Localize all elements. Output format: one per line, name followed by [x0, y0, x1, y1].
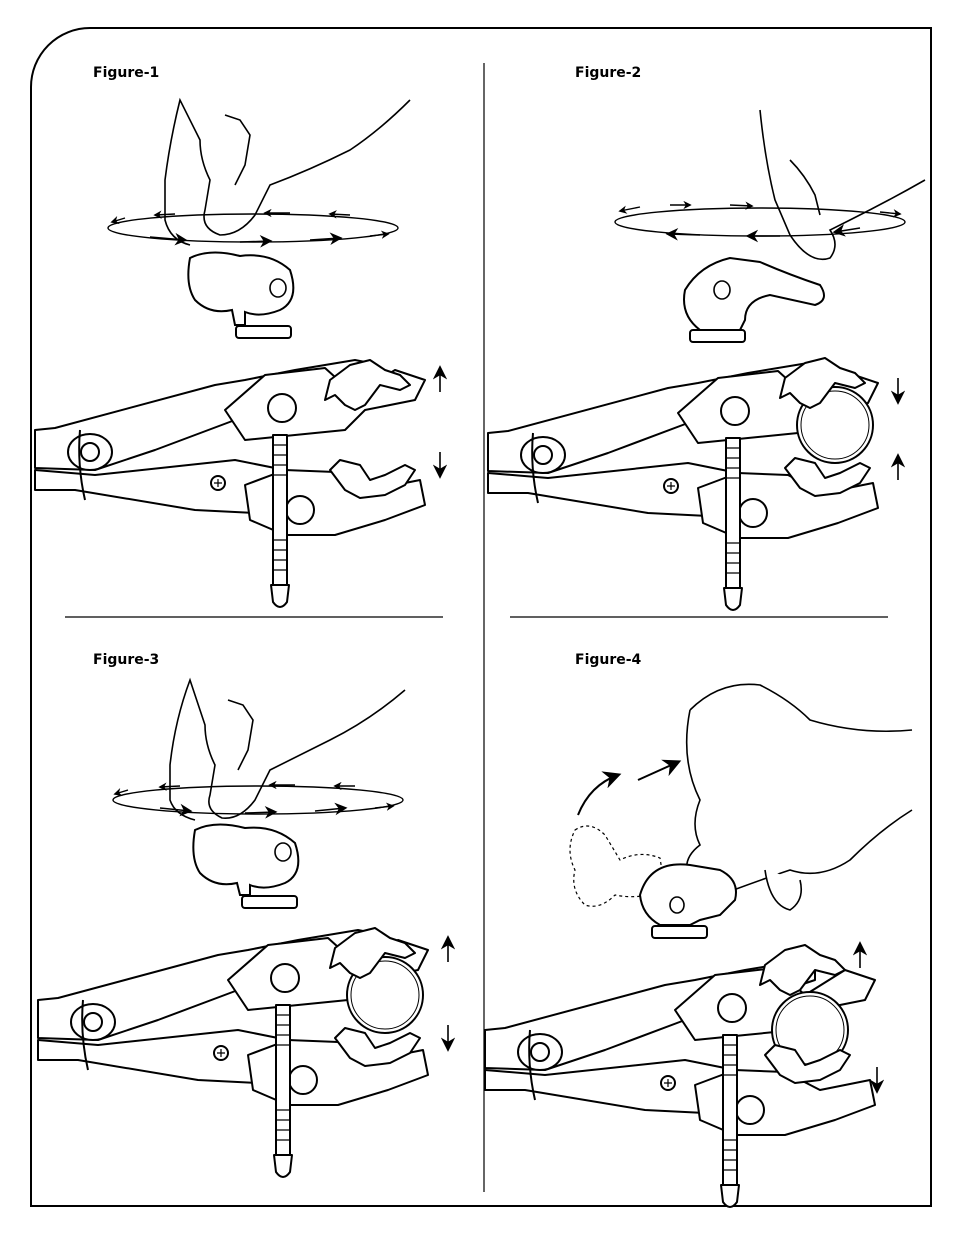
figure-1-drawing: [35, 100, 440, 607]
figure-4-drawing: [485, 684, 912, 1207]
hand-icon: [165, 100, 410, 245]
knob-icon: [684, 258, 824, 330]
knob-icon: [640, 864, 736, 925]
hand-icon: [760, 110, 925, 259]
hand-icon: [170, 680, 405, 820]
figure-3-drawing: [38, 680, 448, 1177]
curved-arrow-icon: [578, 775, 618, 815]
figure-2-drawing: [488, 110, 925, 610]
rotation-ellipse: [615, 208, 905, 236]
arrow-icon: [638, 762, 678, 780]
hand-icon: [687, 684, 912, 895]
